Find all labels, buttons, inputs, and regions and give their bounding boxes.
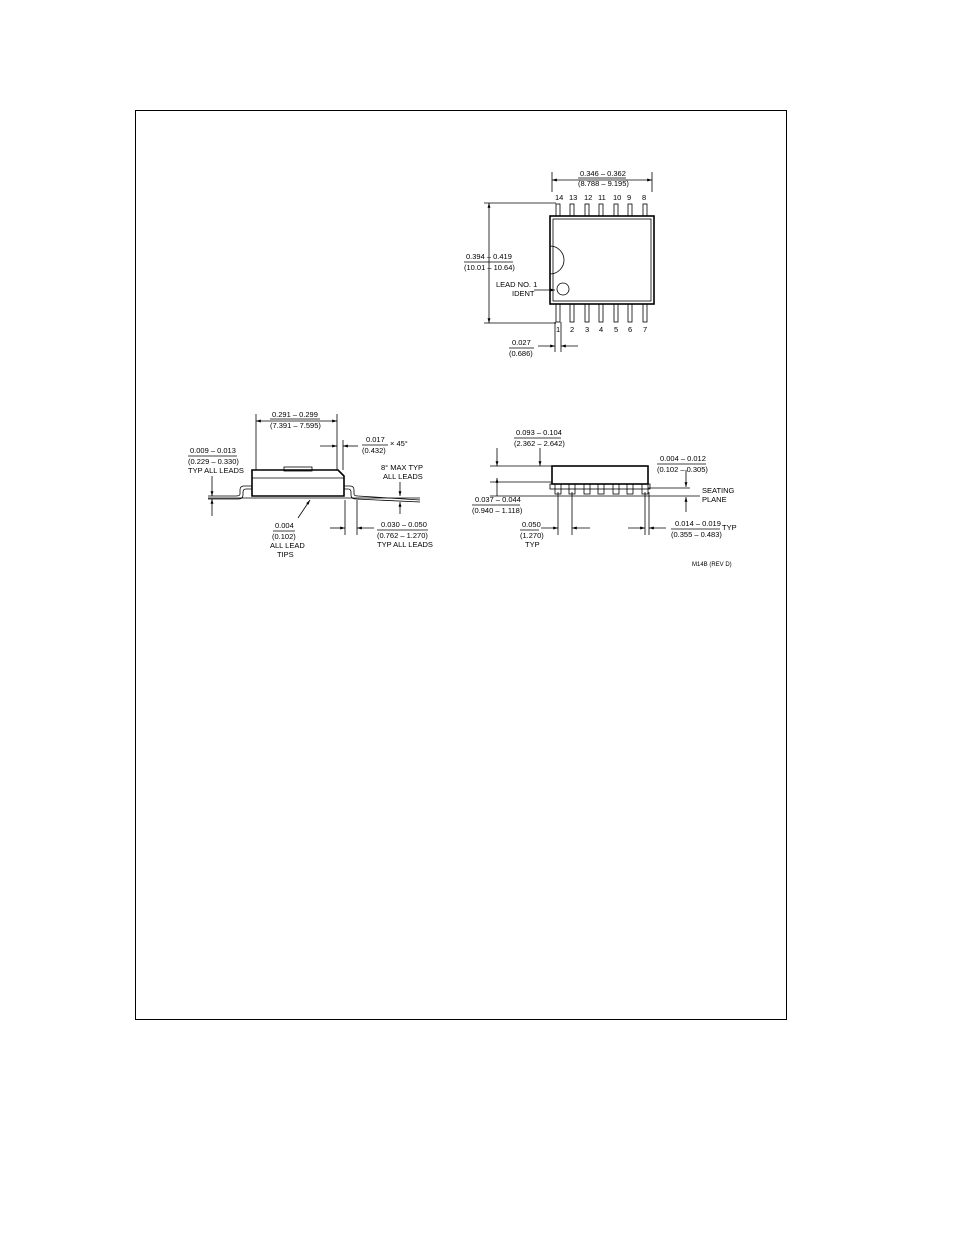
lead-width-mm: (0.686) <box>509 349 533 358</box>
top-lead <box>569 203 575 217</box>
top-width-mm: (8.788 – 9.195) <box>578 179 629 188</box>
front-view-leads <box>554 483 649 495</box>
height-mm: (2.362 – 2.642) <box>514 439 565 448</box>
bottom-pin-number: 4 <box>599 325 603 334</box>
end-view-body <box>251 469 345 497</box>
front-lead <box>612 483 620 495</box>
body-width-in: 0.291 – 0.299 <box>272 410 318 419</box>
tip-note2: TIPS <box>277 550 294 559</box>
lead-thk-mm: (0.940 – 1.118) <box>472 506 523 515</box>
drawing-number: M14B (REV D) <box>692 562 732 568</box>
top-length-mm: (10.01 – 10.64) <box>464 263 515 272</box>
bottom-pin-number: 6 <box>628 325 632 334</box>
front-lead <box>583 483 591 495</box>
top-lead <box>642 203 648 217</box>
body-width-mm: (7.391 – 7.595) <box>270 421 321 430</box>
top-width-in: 0.346 – 0.362 <box>580 169 626 178</box>
top-pin-number: 10 <box>613 193 621 202</box>
standoff-note: TYP ALL LEADS <box>188 466 244 475</box>
top-lead <box>584 203 590 217</box>
top-leads <box>555 203 648 217</box>
lead1-label-line2: IDENT <box>512 289 535 298</box>
bottom-lead <box>642 303 648 323</box>
lead-width-in: 0.027 <box>512 338 531 347</box>
bottom-lead <box>598 303 604 323</box>
bottom-lead <box>584 303 590 323</box>
top-lead <box>613 203 619 217</box>
bottom-pin-number: 3 <box>585 325 589 334</box>
tip-in: 0.004 <box>275 521 294 530</box>
lead1-label-line1: LEAD NO. 1 <box>496 280 537 289</box>
pitch-mm: (1.270) <box>520 531 544 540</box>
top-pin-number: 11 <box>598 193 606 202</box>
lead-thk-in: 0.037 – 0.044 <box>475 495 521 504</box>
front-lead-w-note: TYP <box>722 523 737 532</box>
front-view-body <box>551 465 649 485</box>
top-lead <box>598 203 604 217</box>
standoff-mm: (0.229 – 0.330) <box>188 457 239 466</box>
front-lead-w-mm: (0.355 – 0.483) <box>671 530 722 539</box>
bottom-lead <box>627 303 633 323</box>
chamfer-angle: × 45° <box>390 439 408 448</box>
chamfer-in: 0.017 <box>366 435 385 444</box>
top-pin-number: 8 <box>642 193 646 202</box>
top-pin-number: 9 <box>627 193 631 202</box>
side-view-end: 0.291 – 0.299 (7.391 – 7.595) 0.017 (0.4… <box>188 410 433 559</box>
top-lead <box>627 203 633 217</box>
pitch-note: TYP <box>525 540 540 549</box>
chamfer-mm: (0.432) <box>362 446 386 455</box>
angle-line2: ALL LEADS <box>383 472 423 481</box>
top-pin-numbers: 14 13 12 11 10 9 8 <box>555 193 646 202</box>
bottom-lead <box>569 303 575 323</box>
bottom-pin-number: 7 <box>643 325 647 334</box>
top-view-body <box>549 215 655 305</box>
pitch-in: 0.050 <box>522 520 541 529</box>
seating-line1: SEATING <box>702 486 735 495</box>
foot-mm: (0.762 – 1.270) <box>377 531 428 540</box>
front-lead <box>597 483 605 495</box>
side-view-front: 0.093 – 0.104 (2.362 – 2.642) 0.004 – 0.… <box>472 428 737 549</box>
top-pin-number: 13 <box>569 193 577 202</box>
tip-note1: ALL LEAD <box>270 541 305 550</box>
bottom-lead <box>613 303 619 323</box>
foot-note: TYP ALL LEADS <box>377 540 433 549</box>
angle-line1: 8° MAX TYP <box>381 463 423 472</box>
top-length-in: 0.394 – 0.419 <box>466 252 512 261</box>
clearance-mm: (0.102 – 0.305) <box>657 465 708 474</box>
front-lead-w-in: 0.014 – 0.019 <box>675 519 721 528</box>
clearance-in: 0.004 – 0.012 <box>660 454 706 463</box>
bottom-pin-number: 5 <box>614 325 618 334</box>
top-lead <box>555 203 561 217</box>
seating-line2: PLANE <box>702 495 727 504</box>
top-pin-number: 12 <box>584 193 592 202</box>
bottom-pin-numbers: 1 2 3 4 5 6 7 <box>556 325 647 334</box>
bottom-pin-number: 1 <box>556 325 560 334</box>
bottom-leads <box>555 303 648 323</box>
front-lead <box>626 483 634 495</box>
height-in: 0.093 – 0.104 <box>516 428 562 437</box>
pin1-notch <box>549 245 565 275</box>
bottom-lead <box>555 303 561 323</box>
bottom-pin-number: 2 <box>570 325 574 334</box>
top-pin-number: 14 <box>555 193 563 202</box>
drawing-frame <box>135 110 787 1020</box>
foot-in: 0.030 – 0.050 <box>381 520 427 529</box>
lead1-ident-dot <box>556 282 570 296</box>
tip-mm: (0.102) <box>272 532 296 541</box>
standoff-in: 0.009 – 0.013 <box>190 446 236 455</box>
